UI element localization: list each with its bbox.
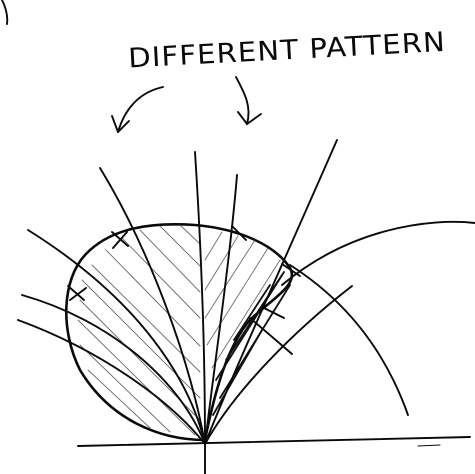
- left-hatch-pattern: [77, 224, 201, 436]
- left-curved-arrow: [111, 86, 164, 133]
- corner-stroke: [1, 0, 9, 25]
- bulb-outline: [65, 223, 294, 442]
- large-arc-lower: [289, 264, 409, 416]
- pattern-annotation-label: DIFFERENT PATTERN: [127, 27, 446, 75]
- right-curved-arrow: [235, 76, 262, 125]
- intersection-ticks: [67, 225, 301, 355]
- upper-right-hatch-pattern: [204, 231, 281, 369]
- ground-line-tail: [417, 444, 441, 447]
- ground-line: [77, 436, 471, 447]
- large-arc: [281, 220, 475, 286]
- radial-lines: [17, 139, 353, 474]
